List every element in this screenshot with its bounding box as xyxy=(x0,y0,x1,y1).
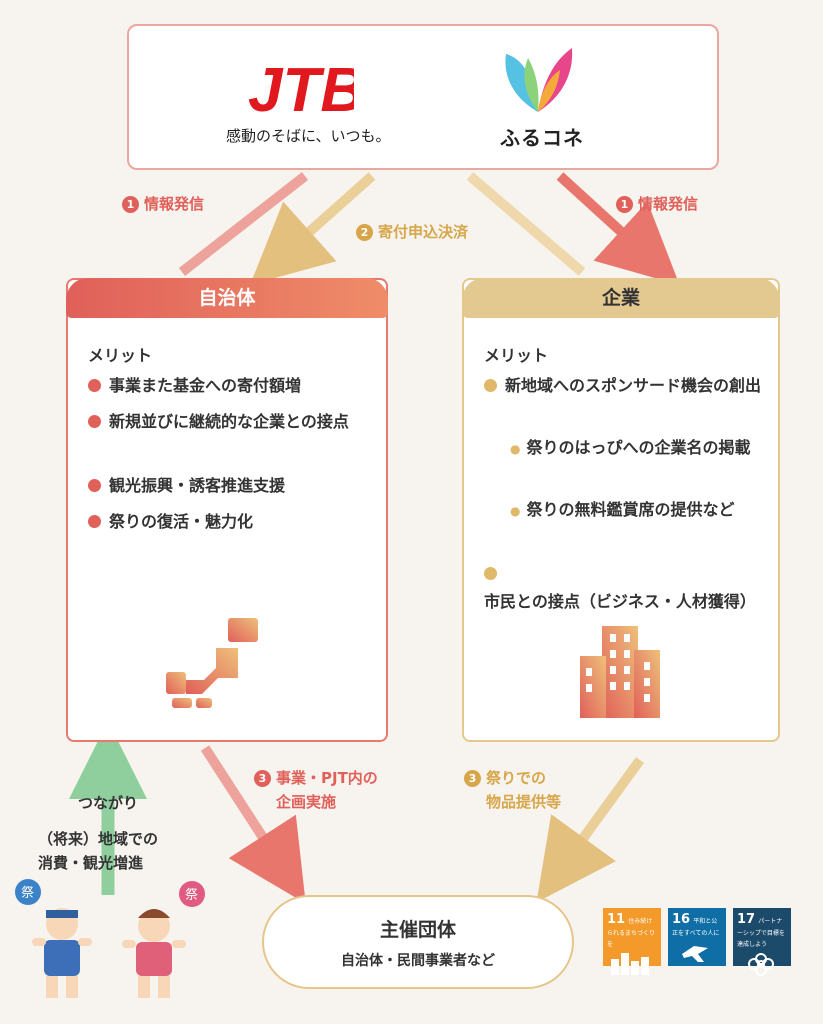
company-title: 企業 xyxy=(462,278,780,318)
project-arrow xyxy=(200,745,306,904)
right-sub-item: ●祭りのはっぴへの企業名の掲載 xyxy=(510,438,751,457)
organizer-subtitle: 自治体・民間事業者など xyxy=(341,953,495,969)
furukone-logo-icon xyxy=(500,42,576,118)
organizer-box: 主催団体 自治体・民間事業者など xyxy=(262,895,574,989)
partner-logo-box xyxy=(127,24,719,170)
svg-text:JTB: JTB xyxy=(248,56,354,118)
info-arrow-right xyxy=(556,172,680,285)
left-merit-item: 新規並びに継続的な企業との接点 xyxy=(88,408,370,436)
svg-text:祭: 祭 xyxy=(185,888,198,903)
future-label-line1: （将来）地域での xyxy=(38,830,159,848)
sdg-11-icon: 11 住み続けられるまちづくりを xyxy=(603,908,661,975)
festival-people-illustration: 祭 祭 xyxy=(12,878,212,1012)
organizer-title: 主催団体 xyxy=(379,919,456,941)
left-merit-item: 祭りの復活・魅力化 xyxy=(88,508,378,536)
festival-fan-char: 祭 xyxy=(21,886,34,901)
right-merit-item: 新地域へのスポンサード機会の創出 xyxy=(484,372,764,400)
right-sub-item: ●祭りの無料鑑賞席の提供など xyxy=(510,500,735,519)
future-label-line2: 消費・観光増進 xyxy=(38,854,144,872)
right-merit-item: 市民との接点（ビジネス・人材獲得） xyxy=(484,560,770,616)
left-merit-heading: メリット xyxy=(88,346,153,365)
gold-link xyxy=(466,172,586,276)
left-merit-item: 観光振興・誘客推進支援 xyxy=(88,472,378,500)
municipality-title: 自治体 xyxy=(66,278,388,318)
left-merit-item: 事業また基金への寄付額増 xyxy=(88,372,378,400)
japan-map-icon xyxy=(166,616,262,716)
goods-arrow xyxy=(536,757,645,903)
sdg-16-icon: 16 平和と公正をすべての人に xyxy=(668,908,726,966)
jtb-tagline: 感動のそばに、いつも。 xyxy=(226,127,391,145)
info-arrow-left xyxy=(178,172,309,276)
right-merit-heading: メリット xyxy=(484,346,549,365)
jtb-logo: JTB xyxy=(248,56,365,125)
donation-arrow xyxy=(250,172,376,285)
furukone-name: ふるコネ xyxy=(500,126,584,150)
sdg-17-icon: 17 パートナーシップで目標を達成しよう xyxy=(733,908,791,976)
connection-label: つながり xyxy=(78,794,139,812)
building-icon xyxy=(580,626,662,722)
